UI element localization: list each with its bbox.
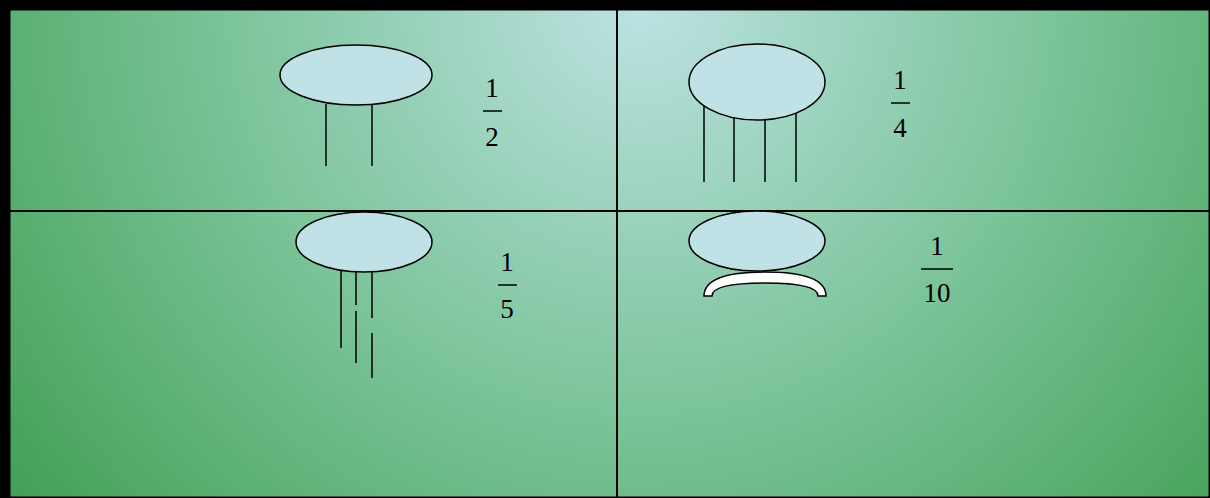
fraction-numerator: 1	[500, 249, 514, 276]
fraction-denominator: 5	[500, 296, 514, 323]
panel-ground	[9, 9, 1210, 498]
fraction-denominator: 2	[485, 124, 499, 151]
fraction-denominator: 10	[924, 280, 951, 307]
shape-four-lines	[689, 44, 825, 182]
shape-arch	[689, 211, 826, 296]
fraction-denominator: 4	[893, 115, 907, 142]
fraction-numerator: 1	[893, 67, 907, 94]
fraction-numerator: 1	[930, 233, 944, 260]
fraction-numerator: 1	[485, 75, 499, 102]
divider-line	[616, 9, 618, 498]
fraction-bar	[483, 103, 953, 285]
shape-broken-lines	[296, 212, 432, 378]
shape-two-lines	[280, 45, 432, 166]
divider-line	[9, 210, 1210, 212]
